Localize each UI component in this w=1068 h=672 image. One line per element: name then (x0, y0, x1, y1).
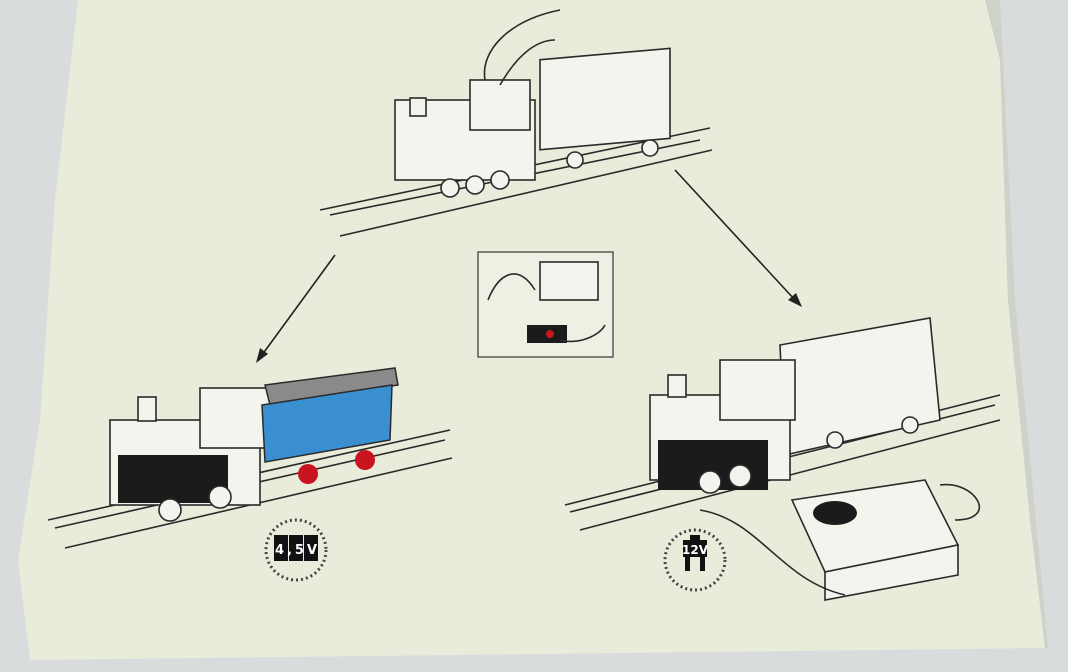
wheel (158, 498, 182, 522)
battery-voltage-badge: 4,5V (264, 518, 328, 582)
wheel (490, 170, 510, 190)
paper-shadow-edge (985, 0, 1048, 648)
inset-red-stud (546, 330, 554, 338)
cab-top (469, 79, 531, 131)
cab-right (719, 359, 796, 421)
transformer-voltage-badge: 12V (663, 528, 727, 592)
transformer-front (824, 544, 959, 601)
wheel (465, 175, 485, 195)
wheel (901, 416, 919, 434)
wheel (698, 470, 722, 494)
transformer-dial (813, 501, 857, 525)
top-train-illustration (319, 9, 713, 237)
arrow-right (674, 169, 802, 307)
arrow-left (256, 254, 336, 363)
red-wheel (298, 464, 318, 484)
battery-cell (304, 535, 318, 561)
wheel (826, 431, 844, 449)
battery-cell (274, 535, 288, 561)
battery-train-illustration (47, 367, 453, 549)
chimney-right (667, 374, 687, 398)
wheel (566, 151, 584, 169)
wheel (641, 139, 659, 157)
inset-thumb (559, 324, 606, 343)
track-cable (699, 509, 846, 596)
coach-top (539, 47, 671, 151)
red-wheel (355, 450, 375, 470)
inset-coach (539, 261, 599, 301)
power-cord (939, 483, 980, 521)
finger-outline (499, 39, 556, 86)
battery-cell (289, 535, 303, 561)
battery-voltage-label: 4,5V (275, 543, 317, 558)
wheel (728, 464, 752, 488)
transformer-train-illustration (564, 317, 1001, 601)
inset-detail (477, 251, 614, 358)
wheel (440, 178, 460, 198)
blue-wagon (261, 384, 393, 463)
hand-icon (483, 9, 561, 81)
wheel (208, 485, 232, 509)
chimney-left (137, 396, 157, 422)
transformer-voltage-label: 12V (682, 543, 709, 557)
chimney-top (409, 97, 427, 117)
inset-hand-icon (487, 273, 536, 301)
wagon-roof (264, 367, 399, 406)
